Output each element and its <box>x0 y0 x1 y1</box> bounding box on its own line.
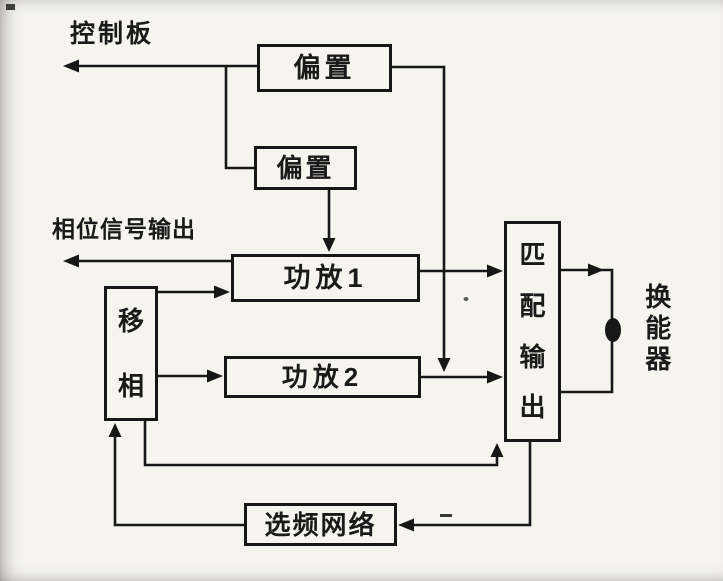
transducer-label: 换能器 <box>642 282 675 376</box>
arrowhead-phase-signal-output <box>63 254 79 268</box>
arrowhead-freq-network-to-phase <box>108 423 122 437</box>
phase-signal-output-label: 相位信号输出 <box>52 216 196 242</box>
amplifier2-label: 功放2 <box>281 362 364 392</box>
scan-speck <box>440 514 452 517</box>
arrowhead-bias2-to-amp1 <box>322 238 336 252</box>
amplifier1-box: 功放1 <box>231 254 420 302</box>
arrowhead-matching-to-freq-network <box>398 518 414 532</box>
phase-shifter-label: 移相 <box>117 305 144 401</box>
amplifier1-label: 功放1 <box>283 262 368 293</box>
bias1-label: 偏置 <box>293 52 356 83</box>
wire-freq-network-to-phase <box>113 427 244 527</box>
frequency-network-label: 选频网络 <box>264 509 377 540</box>
wire-matching-to-transducer <box>561 268 614 394</box>
matching-output-label: 匹配输出 <box>519 240 546 423</box>
scan-speck <box>6 4 15 10</box>
transducer-element-dot <box>605 318 621 342</box>
frequency-network-box: 选频网络 <box>244 503 397 546</box>
wire-matching-to-freq-network <box>402 442 532 527</box>
amplifier2-box: 功放2 <box>224 356 421 398</box>
phase-shifter-box: 移相 <box>104 286 158 421</box>
arrowhead-control-board <box>63 59 79 73</box>
arrowhead-phase-to-amp1 <box>214 285 230 299</box>
wire-bias1-feed <box>392 65 446 368</box>
wire-phase-to-matching-return <box>143 421 499 467</box>
bias2-label: 偏置 <box>276 153 335 183</box>
arrowhead-matching-to-transducer <box>588 263 604 277</box>
arrowhead-amp2-to-matching <box>487 370 503 384</box>
bias1-box: 偏置 <box>257 44 392 92</box>
arrowhead-bias1-feed <box>437 358 451 372</box>
bias2-box: 偏置 <box>254 146 357 190</box>
matching-output-box: 匹配输出 <box>504 221 561 442</box>
control-board-label: 控制板 <box>70 20 155 48</box>
arrowhead-amp1-to-matching <box>487 264 503 278</box>
wire-bias2-branch <box>224 66 254 170</box>
transducer-label-text: 换能器 <box>645 282 672 375</box>
arrowhead-phase-to-matching-return <box>490 443 504 457</box>
arrowhead-phase-to-amp2 <box>207 369 223 383</box>
scan-speck <box>463 297 469 301</box>
